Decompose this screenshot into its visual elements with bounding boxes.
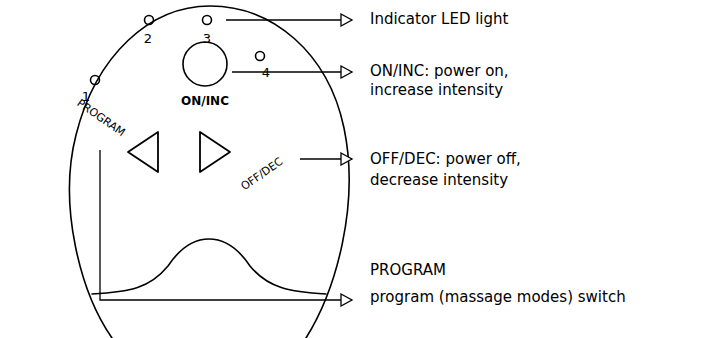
button-label: OFF/DEC — [239, 155, 286, 193]
leader-line — [100, 150, 352, 300]
annotation: ON/INC: power on, increase intensity — [370, 62, 575, 100]
led-3 — [203, 16, 212, 25]
annotation: OFF/DEC: power off, decrease intensity — [370, 149, 575, 191]
led-2 — [145, 16, 154, 25]
annotation: program (massage modes) switch — [370, 288, 626, 306]
callout-number: 4 — [262, 65, 270, 81]
remote-housing — [70, 6, 350, 338]
button-label: ON/INC — [181, 94, 229, 108]
leader-line — [300, 158, 352, 159]
callout-number: 3 — [203, 31, 211, 47]
off-dec-button — [200, 132, 230, 172]
program-button — [128, 132, 158, 172]
annotation: Indicator LED light — [370, 10, 508, 28]
button-label: PROGRAM — [74, 97, 127, 140]
leader-line — [226, 19, 352, 20]
led-4 — [256, 52, 265, 61]
grip-contour — [92, 239, 326, 294]
leader-line — [232, 71, 352, 72]
led-1 — [91, 76, 100, 85]
callout-number: 2 — [144, 31, 152, 47]
annotation: PROGRAM — [370, 261, 446, 279]
on-inc-button — [183, 42, 227, 86]
